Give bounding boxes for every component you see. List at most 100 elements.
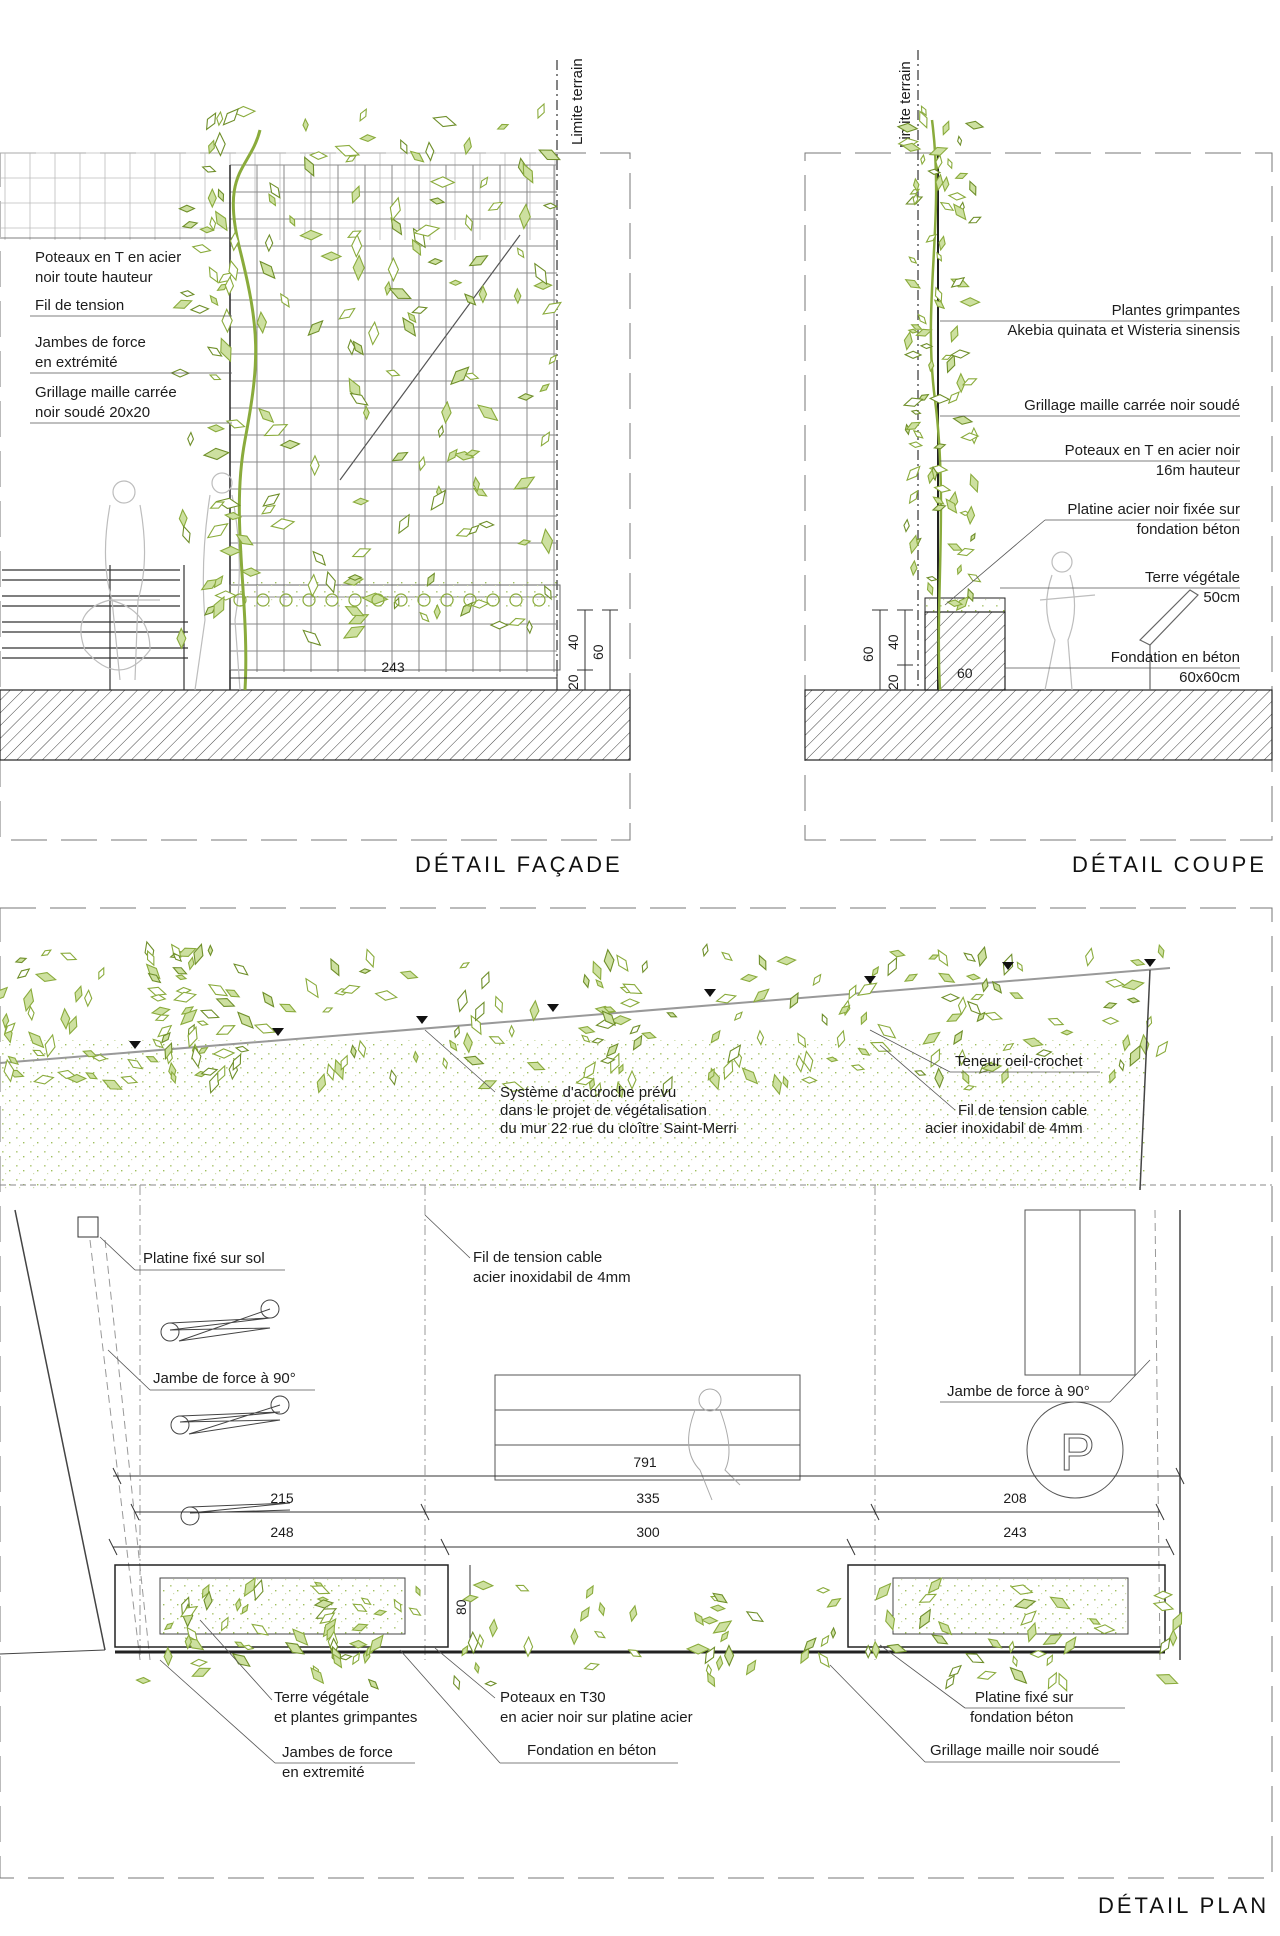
svg-text:Teneur oeil-crochet: Teneur oeil-crochet (955, 1053, 1083, 1070)
svg-text:noir toute hauteur: noir toute hauteur (35, 269, 153, 286)
plan-person (688, 1388, 741, 1501)
planter-left-soil (159, 1577, 406, 1635)
svg-text:Jambe de force à 90°: Jambe de force à 90° (153, 1370, 296, 1387)
dim-208: 208 (1003, 1490, 1027, 1506)
svg-text:acier inoxidabil de 4mm: acier inoxidabil de 4mm (925, 1120, 1083, 1137)
svg-text:Terre végétale: Terre végétale (1145, 569, 1240, 586)
svg-text:Poteaux en T30: Poteaux en T30 (500, 1689, 606, 1706)
svg-text:fondation béton: fondation béton (970, 1709, 1073, 1726)
svg-text:du mur 22 rue du cloître Saint: du mur 22 rue du cloître Saint-Merri (500, 1120, 737, 1137)
facade-label-jambes: Jambes de force en extrémité (30, 334, 232, 374)
plan-label-systeme: Système d'accroche prévu dans le projet … (424, 1029, 737, 1137)
svg-text:Poteaux en T en acier: Poteaux en T en acier (35, 249, 181, 266)
svg-text:Poteaux en T en acier noir: Poteaux en T en acier noir (1065, 442, 1240, 459)
coupe-label-fondation: Fondation en béton 60x60cm (1005, 649, 1240, 686)
coupe-dim-20: 20 (885, 674, 901, 690)
plan-label-poteaux: Poteaux en T30 en acier noir sur platine… (434, 1647, 693, 1726)
dim-80: 80 (453, 1599, 469, 1615)
svg-text:Plantes grimpantes: Plantes grimpantes (1112, 302, 1240, 319)
coupe-frame (804, 152, 1273, 841)
svg-text:noir soudé 20x20: noir soudé 20x20 (35, 404, 150, 421)
dim-791: 791 (633, 1454, 657, 1470)
facade-detail: Limite terrain (0, 58, 631, 877)
plan-label-platine-fond: Platine fixé sur fondation béton (879, 1644, 1125, 1726)
svg-text:Fil de tension: Fil de tension (35, 297, 124, 314)
plan-label-platine-sol: Platine fixé sur sol (99, 1236, 285, 1271)
coupe-label-plantes: Plantes grimpantes Akebia quinata et Wis… (940, 302, 1240, 339)
svg-text:Platine fixé sur sol: Platine fixé sur sol (143, 1250, 265, 1267)
svg-text:Platine fixé sur: Platine fixé sur (975, 1689, 1073, 1706)
svg-text:Fondation en béton: Fondation en béton (1111, 649, 1240, 666)
svg-text:Système d'accroche prévu: Système d'accroche prévu (500, 1084, 676, 1101)
plan-label-fondation: Fondation en béton (399, 1649, 678, 1764)
plan-detail: Teneur oeil-crochet Système d'accroche p… (0, 907, 1273, 1918)
dim-60: 60 (590, 644, 606, 660)
dim-243-plan: 243 (1003, 1524, 1027, 1540)
svg-text:Jambes de force: Jambes de force (282, 1744, 393, 1761)
coupe-label-poteaux: Poteaux en T en acier noir 16m hauteur (940, 442, 1240, 479)
dim-243: 243 (381, 659, 405, 675)
svg-text:dans le projet de végétalisati: dans le projet de végétalisation (500, 1102, 707, 1119)
svg-text:en acier noir sur platine acie: en acier noir sur platine acier (500, 1709, 693, 1726)
svg-text:acier inoxidabil de 4mm: acier inoxidabil de 4mm (473, 1269, 631, 1286)
facade-limit-label: Limite terrain (569, 58, 586, 145)
coupe-detail: Limite terrain 60 40 20 60 Plantes grimp… (804, 50, 1273, 877)
svg-text:Terre végétale: Terre végétale (274, 1689, 369, 1706)
facade-foliage (170, 102, 563, 650)
planter-right-soil (892, 1577, 1129, 1635)
plan-label-fil-cable: Fil de tension cable acier inoxidabil de… (424, 1214, 631, 1286)
coupe-label-platine: Platine acier noir fixée sur fondation b… (944, 501, 1240, 606)
dim-20: 20 (565, 674, 581, 690)
dim-248: 248 (270, 1524, 294, 1540)
jambe-symbol-3 (180, 1502, 291, 1526)
plan-label-grillage: Grillage maille noir soudé (829, 1664, 1120, 1763)
plan-bottom-foliage (135, 1576, 1183, 1692)
svg-text:Fondation en béton: Fondation en béton (527, 1742, 656, 1759)
plan-label-jambe-left: Jambe de force à 90° (107, 1349, 315, 1391)
plan-bench (494, 1374, 801, 1481)
jambe-symbol-2 (170, 1395, 290, 1435)
svg-text:50cm: 50cm (1203, 589, 1240, 606)
coupe-foliage (896, 105, 985, 612)
coupe-label-grillage: Grillage maille carrée noir soudé (940, 397, 1240, 417)
coupe-title: DÉTAIL COUPE (1072, 852, 1267, 877)
svg-text:fondation béton: fondation béton (1137, 521, 1240, 538)
svg-text:16m hauteur: 16m hauteur (1156, 462, 1240, 479)
coupe-dim-60: 60 (860, 646, 876, 662)
plan-title: DÉTAIL PLAN (1098, 1893, 1269, 1918)
coupe-ground (804, 689, 1273, 761)
facade-label-poteaux: Poteaux en T en acier noir toute hauteur (0, 237, 232, 286)
svg-text:Grillage maille noir soudé: Grillage maille noir soudé (930, 1742, 1099, 1759)
coupe-dim-40: 40 (885, 634, 901, 650)
plan-label-jambe-right: Jambe de force à 90° (940, 1359, 1151, 1403)
svg-text:Jambe de force à 90°: Jambe de force à 90° (947, 1383, 1090, 1400)
coupe-dim-width: 60 (957, 665, 973, 681)
plan-dimensions: 791 215 335 208 248 300 243 (108, 1454, 1185, 1556)
plan-label-teneur: Teneur oeil-crochet (869, 1029, 1100, 1073)
svg-text:Akebia quinata et Wisteria si: Akebia quinata et Wisteria sinensis (1007, 322, 1240, 339)
facade-label-fil: Fil de tension (30, 297, 232, 317)
jambe-symbol-1 (160, 1299, 280, 1342)
hook-markers (129, 959, 1156, 1049)
dim-300: 300 (636, 1524, 660, 1540)
svg-text:en extrémité: en extrémité (35, 354, 118, 371)
platine-sol-marker (77, 1216, 99, 1238)
svg-text:Grillage maille carrée noir so: Grillage maille carrée noir soudé (1024, 397, 1240, 414)
svg-text:Fil de tension cable: Fil de tension cable (473, 1249, 602, 1266)
plan-label-fil-top: Fil de tension cable acier inoxidabil de… (879, 1044, 1087, 1137)
svg-text:Jambes de force: Jambes de force (35, 334, 146, 351)
svg-text:60x60cm: 60x60cm (1179, 669, 1240, 686)
plan-label-jambes: Jambes de force en extremité (159, 1659, 415, 1781)
dim-335: 335 (636, 1490, 660, 1506)
planter-shrubs (233, 593, 546, 607)
bench (2, 565, 188, 690)
coupe-person (1039, 551, 1096, 691)
person-figure-left (80, 480, 160, 681)
plan-elevation-band (0, 1040, 1150, 1190)
facade-title: DÉTAIL FAÇADE (415, 852, 623, 877)
svg-text:Grillage maille carrée: Grillage maille carrée (35, 384, 177, 401)
planter-left (114, 1564, 449, 1648)
tension-wire (339, 234, 521, 481)
coupe-chair (1138, 589, 1199, 690)
